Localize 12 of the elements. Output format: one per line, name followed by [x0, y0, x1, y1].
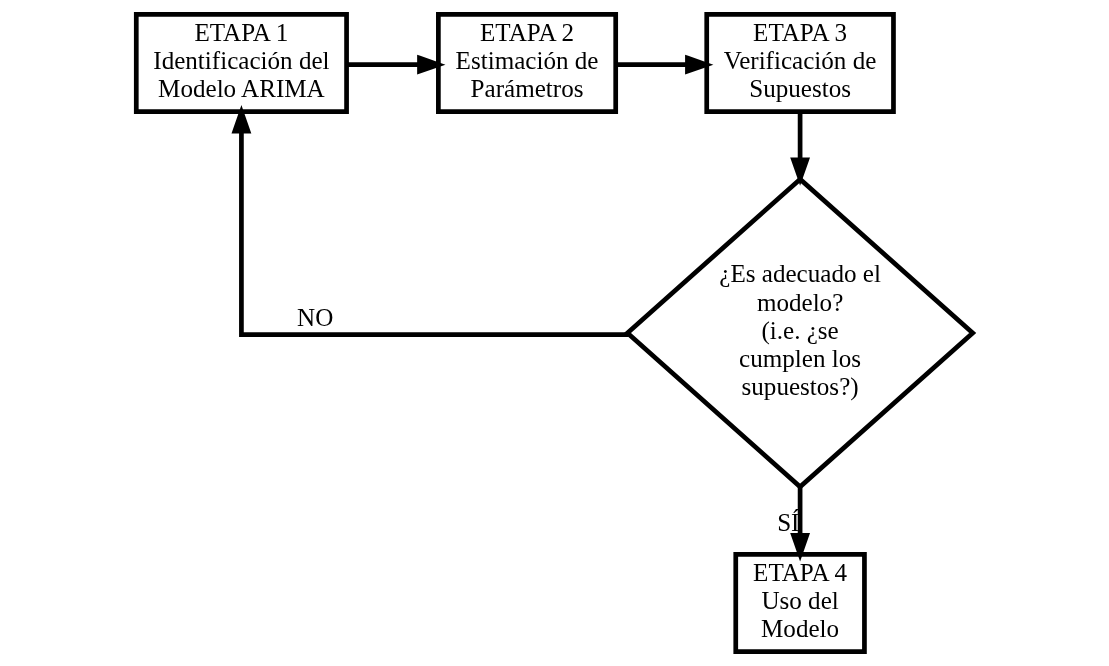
arrow [616, 54, 714, 75]
arrow [790, 486, 810, 562]
node-diamond: ¿Es adecuado el modelo? (i.e. ¿se cumplen los supuestos?) [623, 176, 977, 490]
node-box: ETAPA 2 Estimación de Parámetros [436, 12, 619, 115]
arrow [790, 111, 810, 186]
node-box: ETAPA 4 Uso del Modelo [733, 551, 867, 654]
edge-label: SÍ [777, 509, 800, 537]
arrow [346, 54, 446, 75]
arrow [231, 105, 629, 337]
node-box: ETAPA 3 Verificación de Supuestos [704, 12, 896, 115]
edge-label: NO [297, 304, 334, 332]
node-box: ETAPA 1 Identificación del Modelo ARIMA [133, 12, 349, 115]
